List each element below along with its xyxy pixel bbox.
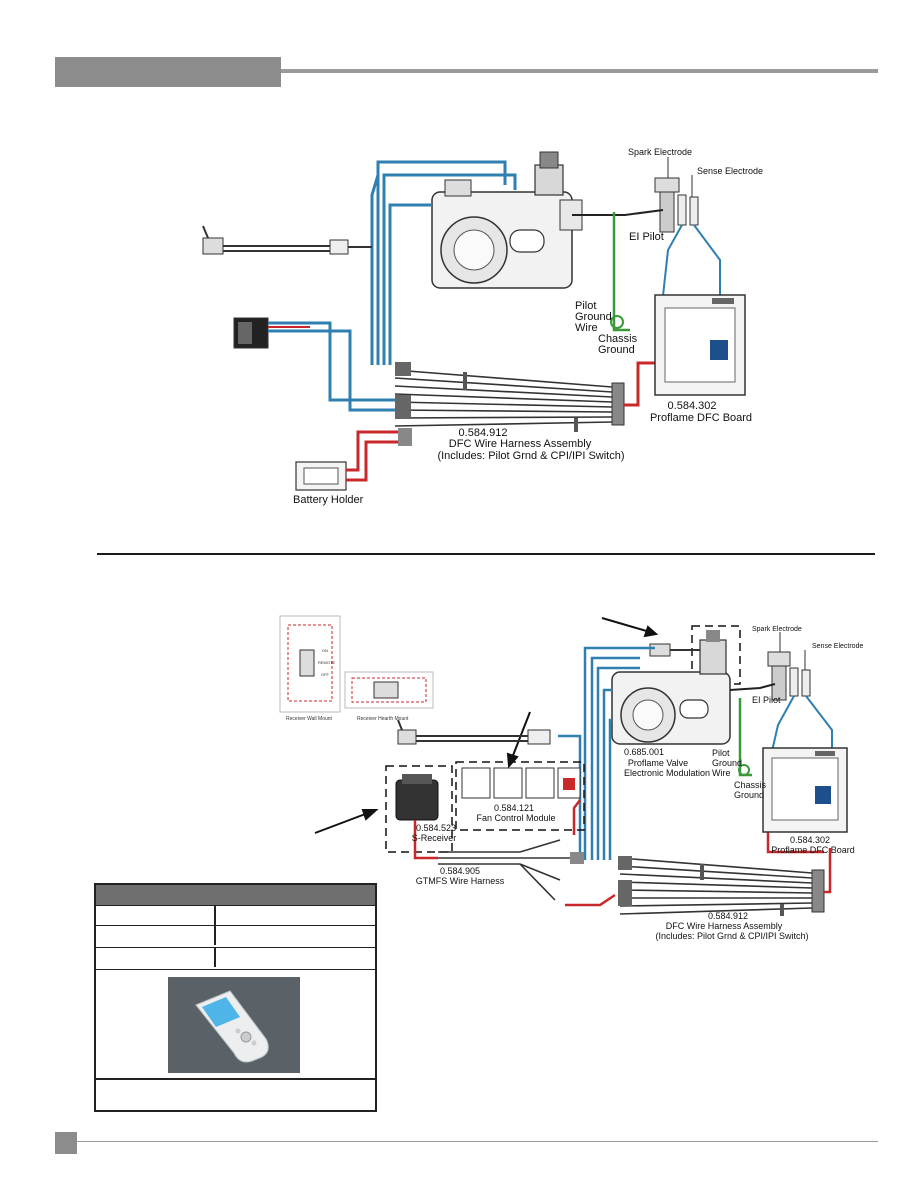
sense-electrode-label-2: Sense Electrode (812, 643, 863, 650)
gtmfs-name-label: GTMFS Wire Harness (416, 876, 505, 886)
remote-spec-table (94, 883, 377, 1112)
remote-control-photo (168, 977, 300, 1073)
dfc-board-2 (762, 747, 848, 833)
ei-pilot-label-2: EI Pilot (752, 695, 781, 705)
board-name-label-1: Proflame DFC Board (650, 412, 752, 424)
toggle-switch-1 (202, 225, 372, 255)
board-part-label-2: 0.584.302 (790, 835, 830, 845)
remote-control-icon (168, 977, 300, 1073)
fan-name-label: Fan Control Module (476, 813, 555, 823)
harness-part-label-2: 0.584.912 (708, 911, 748, 921)
receiver-name-label: S-Receiver (412, 833, 457, 843)
fan-part-label: 0.584.121 (494, 803, 534, 813)
harness-note-label-2: (Includes: Pilot Grnd & CPI/IPI Switch) (655, 931, 808, 941)
mount-remote-label: REMOTE (318, 660, 335, 665)
receiver-hearth-mount: Receiver Hearth Mount (344, 671, 434, 722)
mount-off-label: OFF (321, 672, 330, 677)
pilot-ground-label-1b: Ground (575, 311, 612, 323)
spec-row (96, 925, 375, 945)
spec-table-footer-rule (96, 1078, 375, 1080)
fan-control-module (455, 761, 585, 835)
wire-harness-2 (618, 830, 832, 916)
blue-wires-2 (558, 646, 655, 860)
gas-valve-2 (611, 625, 741, 745)
pilot-ground-label-2a: Pilot (712, 748, 730, 758)
s-receiver (385, 765, 453, 860)
spec-row-end (96, 969, 375, 970)
harness-part-label-1: 0.584.912 (459, 427, 508, 439)
valve-part-label: 0.685.001 (624, 747, 664, 757)
gtmfs-harness (438, 839, 616, 907)
spec-row (96, 947, 375, 967)
battery-holder-label: Battery Holder (293, 494, 364, 506)
mount-on-label: ON (322, 648, 328, 653)
valve-sub-label: Electronic Modulation (624, 768, 710, 778)
sense-electrode-label-1: Sense Electrode (697, 166, 763, 176)
harness-name-label-2: DFC Wire Harness Assembly (666, 921, 783, 931)
spec-row (96, 905, 375, 925)
pilot-ground-label-2b: Ground (712, 758, 742, 768)
chassis-ground-label-1b: Ground (598, 344, 635, 356)
receiver-hearth-mount-label: Receiver Hearth Mount (357, 716, 409, 722)
section-header-tab (55, 57, 281, 87)
valve-name-label: Proflame Valve (628, 758, 688, 768)
chassis-ground-label-2a: Chassis (734, 780, 767, 790)
pilot-assembly-1 (572, 157, 721, 332)
spark-electrode-label-1: Spark Electrode (628, 147, 692, 157)
spark-electrode-label-2: Spark Electrode (752, 626, 802, 633)
dfc-board-1 (654, 294, 746, 396)
receiver-wall-mount: ON REMOTE OFF Receiver Wall Mount (279, 615, 341, 722)
page-number-box (55, 1132, 77, 1154)
blue-wires-1 (370, 160, 517, 365)
wiring-diagram-2: ON REMOTE OFF Receiver Wall Mount Receiv… (279, 615, 863, 941)
receiver-part-label: 0.584.523 (416, 823, 456, 833)
harness-note-label-1: (Includes: Pilot Grnd & CPI/IPI Switch) (437, 450, 624, 462)
receiver-wall-mount-label: Receiver Wall Mount (286, 716, 333, 722)
section-header-rule (281, 69, 878, 73)
gtmfs-part-label: 0.584.905 (440, 866, 480, 876)
board-name-label-2: Proflame DFC Board (771, 845, 855, 855)
rocker-switch-1 (233, 317, 395, 412)
footer-rule (77, 1141, 878, 1142)
battery-holder (295, 428, 412, 491)
pilot-ground-label-1c: Wire (575, 322, 598, 334)
chassis-ground-label-2b: Ground (734, 790, 764, 800)
pilot-ground-label-1a: Pilot (575, 300, 596, 312)
wiring-diagram-1: Spark Electrode Sense Electrode EI Pilot… (202, 147, 763, 506)
gas-valve-1 (431, 151, 583, 289)
board-part-label-1: 0.584.302 (668, 400, 717, 412)
wire-harness-1 (394, 361, 658, 432)
pilot-ground-label-2c: Wire (712, 768, 731, 778)
section-divider (97, 553, 875, 555)
ei-pilot-label-1: EI Pilot (629, 231, 664, 243)
toggle-switch-2 (397, 719, 551, 745)
chassis-ground-label-1a: Chassis (598, 333, 638, 345)
harness-name-label-1: DFC Wire Harness Assembly (449, 438, 592, 450)
spec-table-header (96, 885, 375, 905)
